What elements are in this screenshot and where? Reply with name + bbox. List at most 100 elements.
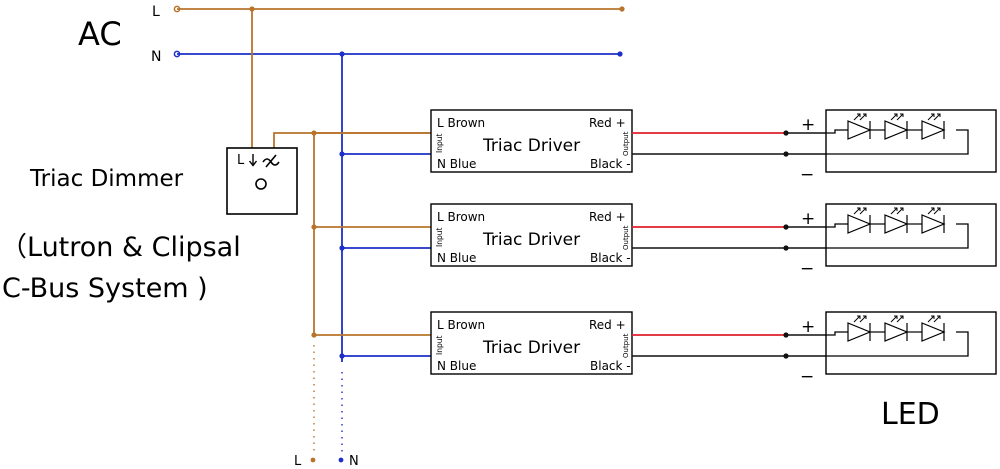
driver-output-label: Output <box>622 131 630 156</box>
driver-n-blue-label: N Blue <box>437 157 476 171</box>
light-ray-head <box>900 113 904 117</box>
light-ray-head <box>863 207 867 211</box>
ac-label: AC <box>78 15 122 53</box>
driver-output-label: Output <box>622 225 630 250</box>
driver-input-label: Input <box>435 228 444 247</box>
light-ray-head <box>863 113 867 117</box>
led-box <box>825 203 997 267</box>
driver-red-label: Red + <box>589 210 626 224</box>
led-diode-icon <box>921 113 946 140</box>
led-diode-icon <box>847 315 885 342</box>
driver-black-label: Black - <box>590 251 631 265</box>
live-terminal-right <box>619 6 625 12</box>
light-ray <box>933 207 941 215</box>
neutral-junction <box>339 353 345 359</box>
diode-triangle <box>884 214 909 234</box>
light-ray-head <box>857 315 861 319</box>
led-return-wire <box>826 129 969 155</box>
negative-junction <box>783 245 789 251</box>
bottom-n-label: N <box>349 454 359 469</box>
neutral-terminal-right <box>617 51 623 57</box>
light-ray <box>859 207 867 215</box>
driver-title: Triac Driver <box>482 136 580 156</box>
driver-n-blue-label: N Blue <box>437 251 476 265</box>
neutral-junction <box>339 245 345 251</box>
dimmer-title: Triac Dimmer <box>29 166 184 192</box>
light-ray-head <box>894 315 898 319</box>
dimmed-live-out <box>273 132 431 148</box>
diode-triangle <box>921 214 946 234</box>
led-box <box>825 311 997 375</box>
driver-input-label: Input <box>435 336 444 355</box>
dimmer-symbol-icon <box>262 154 280 168</box>
led-diode-icon <box>884 113 922 140</box>
live-junction <box>311 332 317 338</box>
led-label: LED <box>881 397 940 432</box>
light-ray-head <box>857 113 861 117</box>
driver-l-brown-label: L Brown <box>437 318 485 332</box>
light-ray-head <box>931 315 935 319</box>
diode-triangle <box>921 120 946 140</box>
neutral-junction <box>339 51 345 57</box>
driver-red-label: Red + <box>589 116 626 130</box>
diode-triangle <box>847 214 872 234</box>
led-plus-label: + <box>801 115 815 135</box>
dimmer-l-label: L <box>237 153 245 168</box>
diode-triangle <box>847 120 872 140</box>
light-ray <box>853 207 861 215</box>
led-minus-label: − <box>800 367 814 387</box>
led-diode-icon <box>921 315 946 342</box>
dimmer-subtitle-2: C-Bus System ) <box>2 273 208 304</box>
driver-black-label: Black - <box>590 359 631 373</box>
light-ray-head <box>937 113 941 117</box>
light-ray-head <box>900 315 904 319</box>
triac-driver-box <box>430 109 633 173</box>
terminal-n-label: N <box>151 49 161 65</box>
light-ray <box>853 113 861 121</box>
light-ray <box>927 315 935 323</box>
driver-title: Triac Driver <box>482 230 580 250</box>
driver-l-brown-label: L Brown <box>437 116 485 130</box>
live-junction <box>249 6 255 12</box>
light-ray <box>927 207 935 215</box>
dimmer-knob-icon <box>255 178 267 190</box>
light-ray <box>896 113 904 121</box>
light-ray-head <box>931 207 935 211</box>
light-ray-head <box>937 315 941 319</box>
led-return-wire <box>826 331 969 357</box>
light-ray-head <box>931 113 935 117</box>
led-feed-wire <box>826 129 848 134</box>
driver-input-label: Input <box>435 134 444 153</box>
light-ray <box>927 113 935 121</box>
light-ray-head <box>863 315 867 319</box>
light-ray-head <box>894 113 898 117</box>
led-feed-wire <box>826 331 848 336</box>
triac-driver-box <box>430 203 633 267</box>
light-ray <box>890 207 898 215</box>
driver-output-label: Output <box>622 333 630 358</box>
light-ray-head <box>900 207 904 211</box>
positive-junction <box>783 332 789 338</box>
light-ray <box>890 315 898 323</box>
bottom-neutral-terminal <box>338 457 344 463</box>
light-ray <box>896 207 904 215</box>
led-diode-icon <box>847 113 885 140</box>
terminal-l-label: L <box>152 4 160 20</box>
driver-row-1: L Brown N Blue Triac Driver Red + Black - Inp… <box>311 109 997 185</box>
light-ray-head <box>937 207 941 211</box>
live-junction <box>311 130 317 136</box>
live-terminal-left <box>173 5 181 13</box>
diode-triangle <box>884 120 909 140</box>
triac-driver-box <box>430 311 633 375</box>
neutral-terminal-left <box>173 50 181 58</box>
led-feed-wire <box>826 223 848 228</box>
driver-n-blue-label: N Blue <box>437 359 476 373</box>
driver-red-label: Red + <box>589 318 626 332</box>
driver-title: Triac Driver <box>482 338 580 358</box>
driver-black-label: Black - <box>590 157 631 171</box>
live-junction <box>311 224 317 230</box>
led-diode-icon <box>921 207 946 234</box>
